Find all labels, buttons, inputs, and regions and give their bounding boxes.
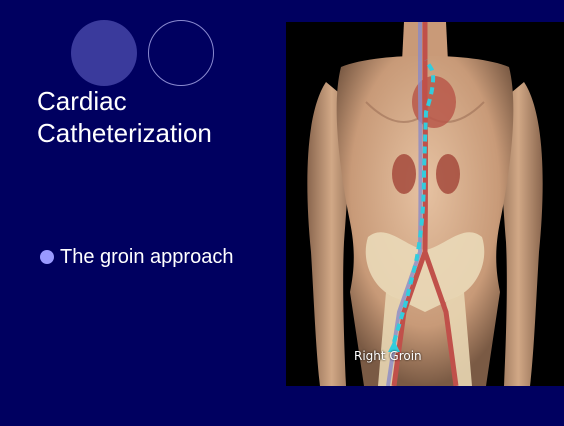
anatomy-illustration — [286, 22, 564, 386]
bullet-text: The groin approach — [60, 244, 233, 270]
slide-title-line-2: Catheterization — [37, 117, 277, 149]
slide-title: Cardiac Catheterization — [37, 85, 277, 149]
slide-title-line-1: Cardiac — [37, 85, 277, 117]
decorative-circle-filled — [71, 20, 137, 86]
decorative-circle-outline — [148, 20, 214, 86]
bullet-icon — [40, 250, 54, 264]
anatomy-image — [286, 22, 564, 386]
image-caption: Right Groin — [354, 349, 422, 363]
bullet-item: The groin approach — [40, 244, 233, 270]
